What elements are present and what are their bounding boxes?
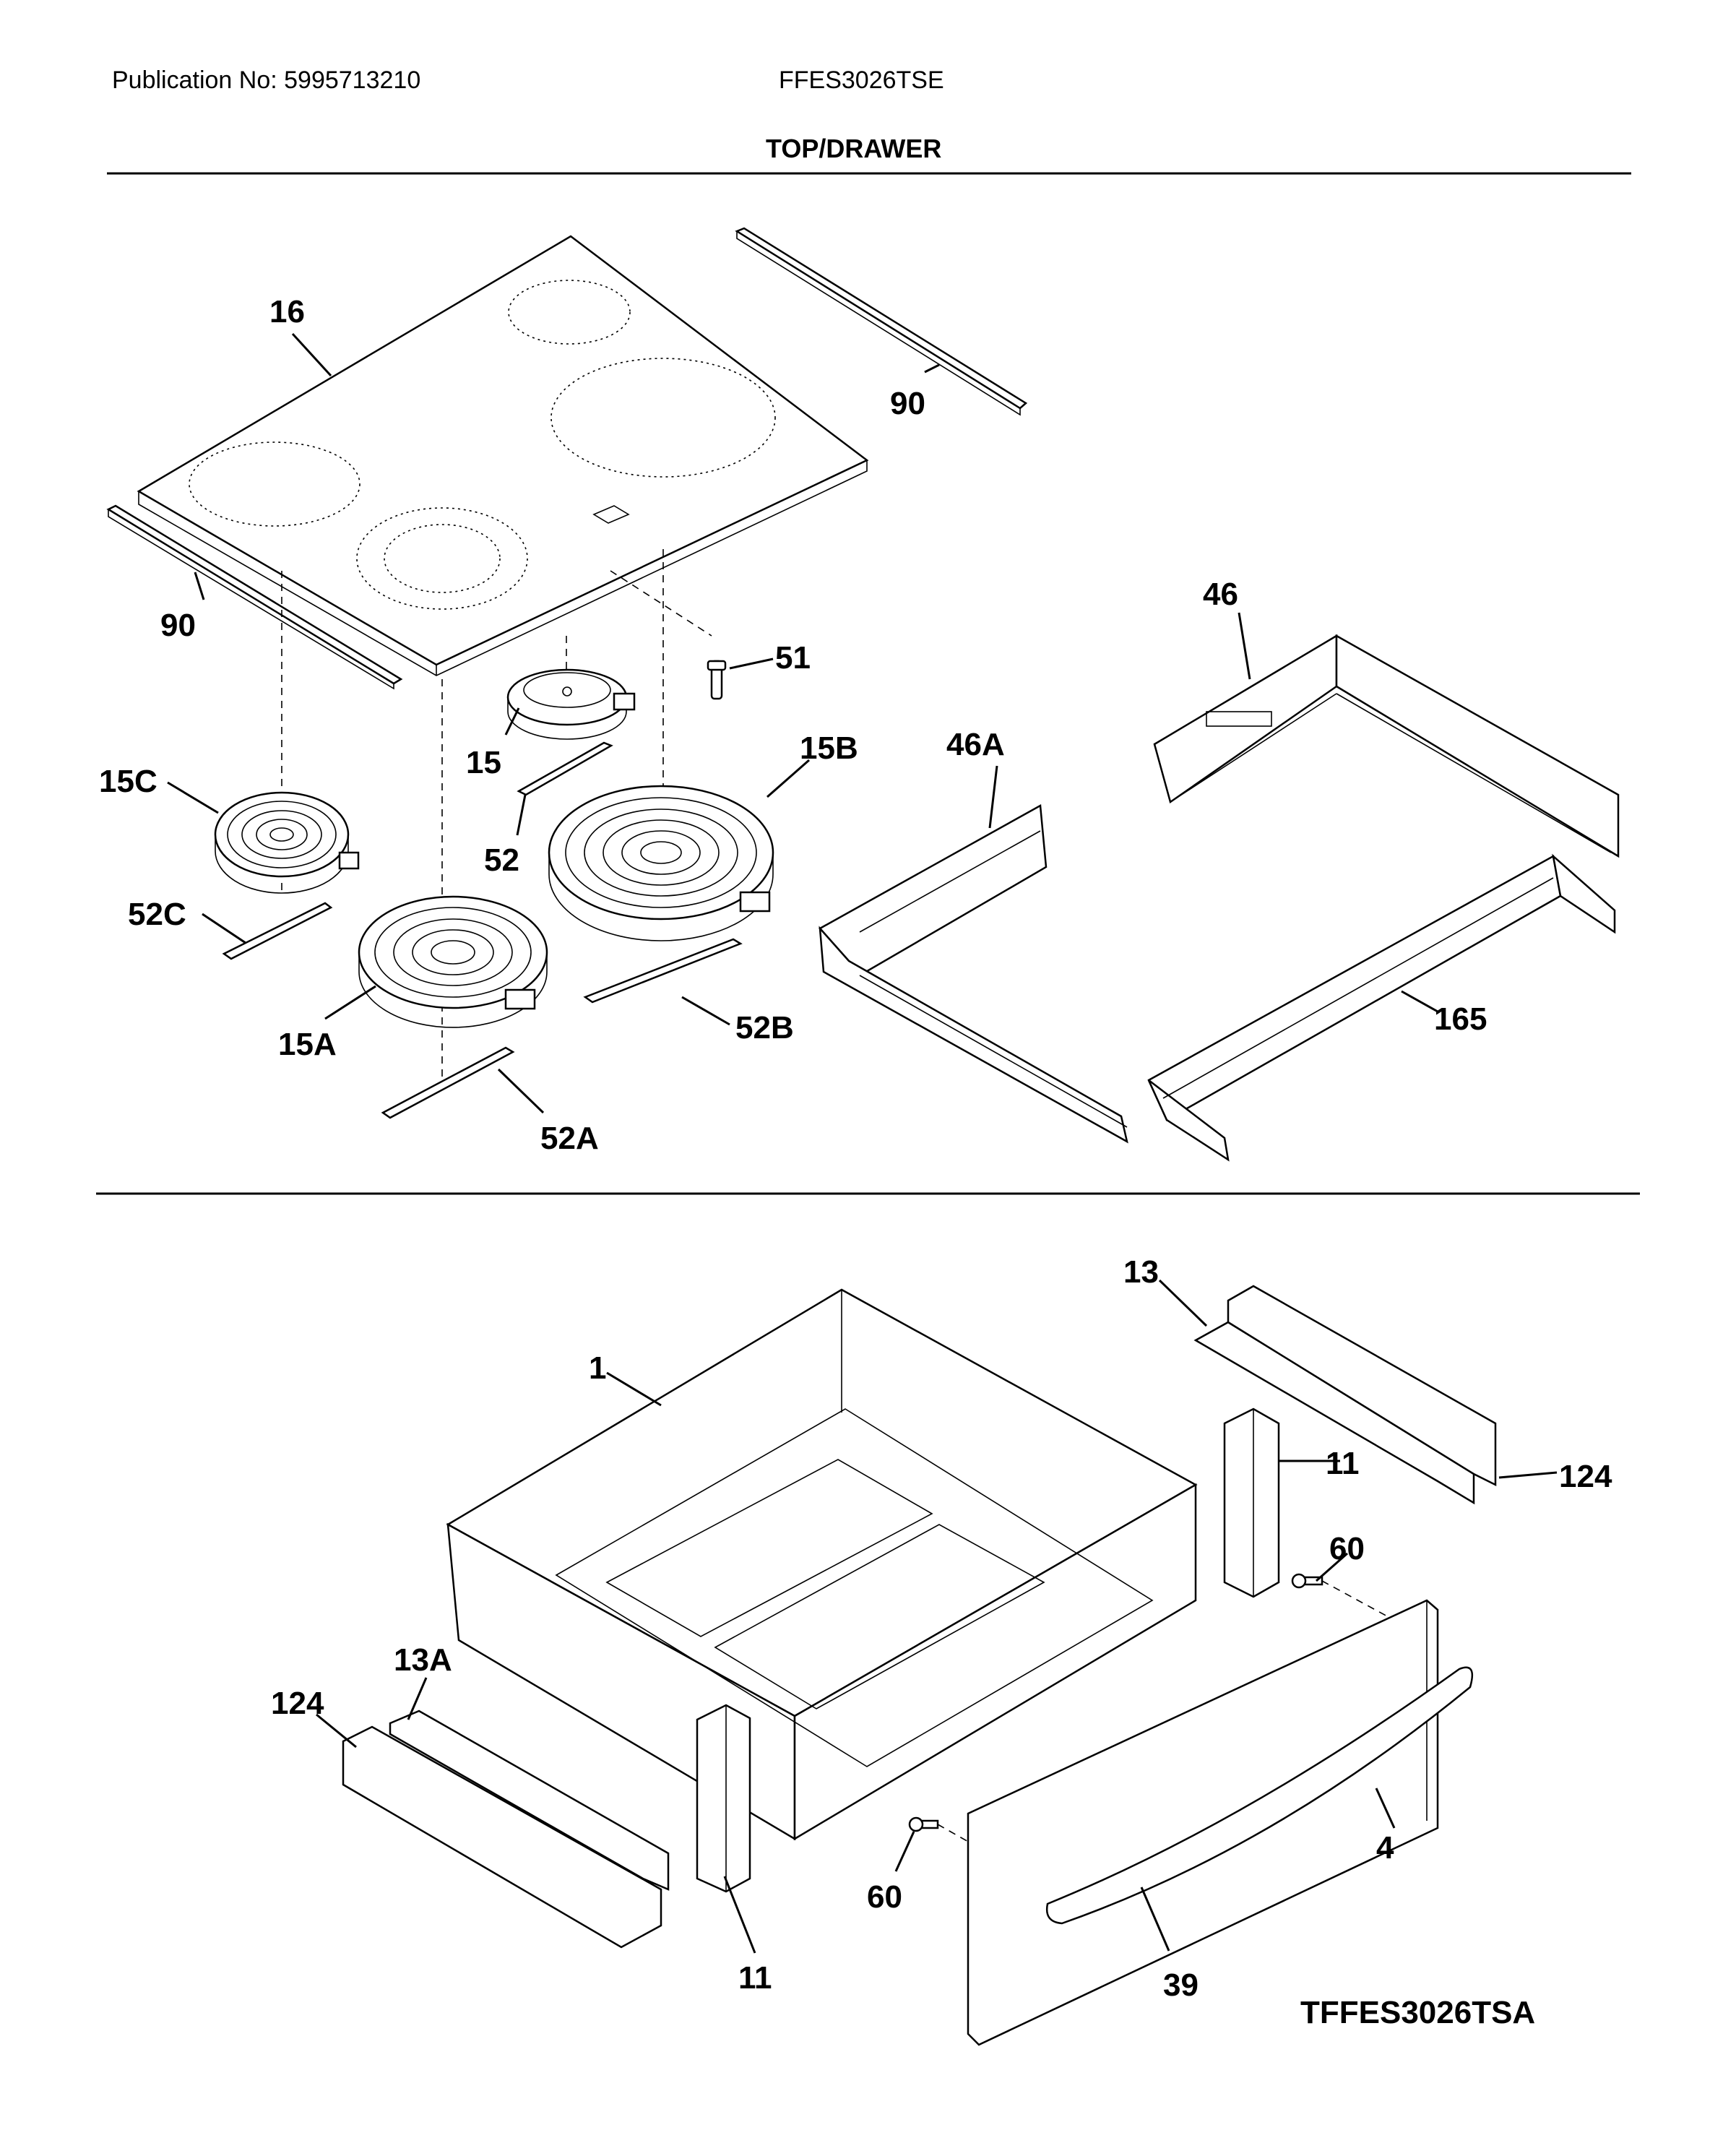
drawer-slide-13 (1193, 1321, 1475, 1505)
callout-11-left: 11 (738, 1960, 772, 1996)
figure-id: TFFES3026TSA (1300, 1995, 1535, 2030)
frame-rail-165 (1147, 853, 1616, 1162)
radiant-element-15c (214, 791, 360, 894)
drawer-bracket-11-right (1223, 1407, 1280, 1598)
cooktop-glass-top (137, 235, 869, 676)
callout-13a: 13A (394, 1642, 452, 1678)
element-bracket-52 (517, 741, 613, 796)
callout-52c: 52C (128, 897, 186, 932)
callout-52b: 52B (735, 1010, 794, 1045)
callout-52: 52 (484, 842, 519, 878)
callout-46a: 46A (946, 727, 1005, 762)
element-bracket-52b (583, 938, 743, 1004)
drawer-handle (1045, 1666, 1474, 1925)
callout-15b: 15B (800, 730, 858, 766)
callout-13: 13 (1123, 1254, 1159, 1290)
radiant-element-small (506, 668, 636, 740)
drawer-slide-124-right (1227, 1285, 1497, 1487)
callout-15a: 15A (278, 1027, 337, 1062)
callout-90-rear: 90 (890, 386, 925, 421)
callout-16: 16 (269, 294, 305, 329)
drawer-slide-13a (389, 1709, 670, 1891)
model-number: FFES3026TSE (779, 66, 944, 94)
element-bracket-52a (381, 1046, 515, 1119)
element-bracket-52c (222, 902, 333, 960)
callout-124-left: 124 (271, 1686, 324, 1721)
callout-1: 1 (589, 1350, 606, 1386)
drawer-slide-124-left (342, 1725, 662, 1949)
callout-51: 51 (775, 640, 811, 676)
callout-15c: 15C (99, 764, 157, 799)
section-title: TOP/DRAWER (766, 134, 942, 163)
screw-60-right (1291, 1573, 1399, 1623)
callout-15: 15 (466, 745, 501, 780)
frame-rail-46a (819, 803, 1128, 1144)
radiant-element-15a (358, 895, 548, 1028)
drawer-bracket-11-left (696, 1704, 751, 1893)
callout-46: 46 (1203, 577, 1238, 612)
limit-switch (707, 660, 727, 700)
callout-60-right: 60 (1329, 1531, 1365, 1566)
trim-strip-rear (735, 227, 1028, 416)
callout-52a: 52A (540, 1121, 599, 1156)
callout-4: 4 (1376, 1830, 1394, 1866)
radiant-element-15b (548, 785, 774, 941)
callout-165: 165 (1434, 1001, 1487, 1037)
callout-60-left: 60 (867, 1879, 902, 1915)
callout-11-right: 11 (1326, 1446, 1360, 1481)
leader-lines (167, 332, 1558, 1954)
callout-124-right: 124 (1559, 1459, 1612, 1494)
callout-39: 39 (1163, 1967, 1199, 2003)
warmer-drawer-box (446, 1288, 1198, 1841)
callout-90-front: 90 (160, 608, 196, 643)
trim-strip-front (106, 504, 403, 690)
publication-number: Publication No: 5995713210 (112, 66, 421, 94)
frame-rail-46 (1153, 634, 1620, 858)
